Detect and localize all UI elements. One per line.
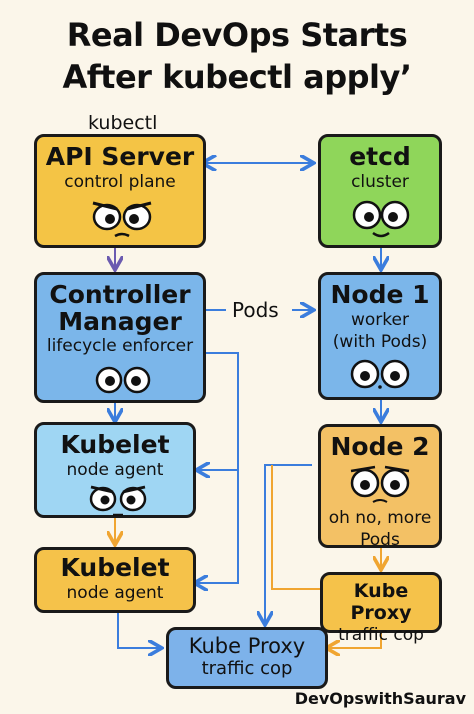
kubelet1-title: Kubelet	[60, 430, 170, 459]
kube-proxy-bottom-subtitle: traffic cop	[201, 658, 293, 679]
kubelet2-title: Kubelet	[60, 553, 170, 582]
kube-proxy-bottom-title: Kube Proxy	[188, 634, 306, 658]
kube-proxy-right-title: Kube Proxy	[350, 580, 412, 624]
proxy-node2-orange	[271, 465, 320, 590]
node1-title: Node 1	[330, 280, 430, 309]
anxious-face-icon	[350, 465, 410, 503]
title-line-2: After kubectl apply’	[62, 58, 412, 96]
api-server-box: API Server control plane	[34, 134, 206, 248]
worried-face-icon	[95, 366, 151, 394]
title-line-1: Real DevOps Starts	[66, 16, 408, 54]
node1-box: Node 1 worker (with Pods)	[318, 272, 442, 400]
node1-subtitle: worker (with Pods)	[332, 310, 428, 352]
kubelet1-subtitle: node agent	[66, 460, 164, 480]
proxy-right-bottom-arrow	[328, 633, 382, 648]
kubectl-label: kubectl	[88, 112, 158, 134]
kubelet2-subtitle: node agent	[66, 583, 164, 603]
kube-proxy-right-box: Kube Proxy traffic cop	[320, 572, 442, 645]
controller-manager-title: Controller Manager	[49, 280, 191, 336]
node2-proxy-branch	[265, 464, 312, 623]
kubelet2-box: Kubelet node agent	[34, 547, 196, 613]
node2-subtitle: oh no, more Pods	[328, 508, 432, 550]
controller-manager-subtitle: lifecycle enforcer	[46, 336, 194, 356]
api-server-title: API Server	[45, 142, 195, 171]
kubelet1-box: Kubelet node agent	[34, 422, 196, 518]
etcd-title: etcd	[349, 142, 411, 171]
angry-face-icon	[92, 201, 152, 238]
etcd-box: etcd cluster	[318, 134, 442, 248]
controller-kubelet1-branch	[198, 352, 239, 470]
etcd-subtitle: cluster	[351, 172, 409, 192]
watermark: DevOpswithSaurav	[294, 689, 466, 708]
node2-title: Node 2	[330, 432, 430, 461]
grumpy-face-icon	[89, 485, 147, 517]
pods-label: Pods	[232, 298, 279, 322]
node2-box: Node 2 oh no, more Pods	[318, 424, 442, 550]
curious-face-icon	[350, 359, 410, 389]
kube-proxy-bottom-box: Kube Proxy traffic cop	[166, 627, 328, 689]
controller-kubelet2-branch	[196, 470, 239, 583]
kubelet2-proxy-arrow	[117, 613, 160, 648]
happy-face-icon	[352, 200, 410, 238]
controller-manager-box: Controller Manager lifecycle enforcer	[34, 272, 206, 403]
api-server-subtitle: control plane	[64, 172, 176, 192]
kube-proxy-right-subtitle: traffic cop	[338, 625, 424, 645]
